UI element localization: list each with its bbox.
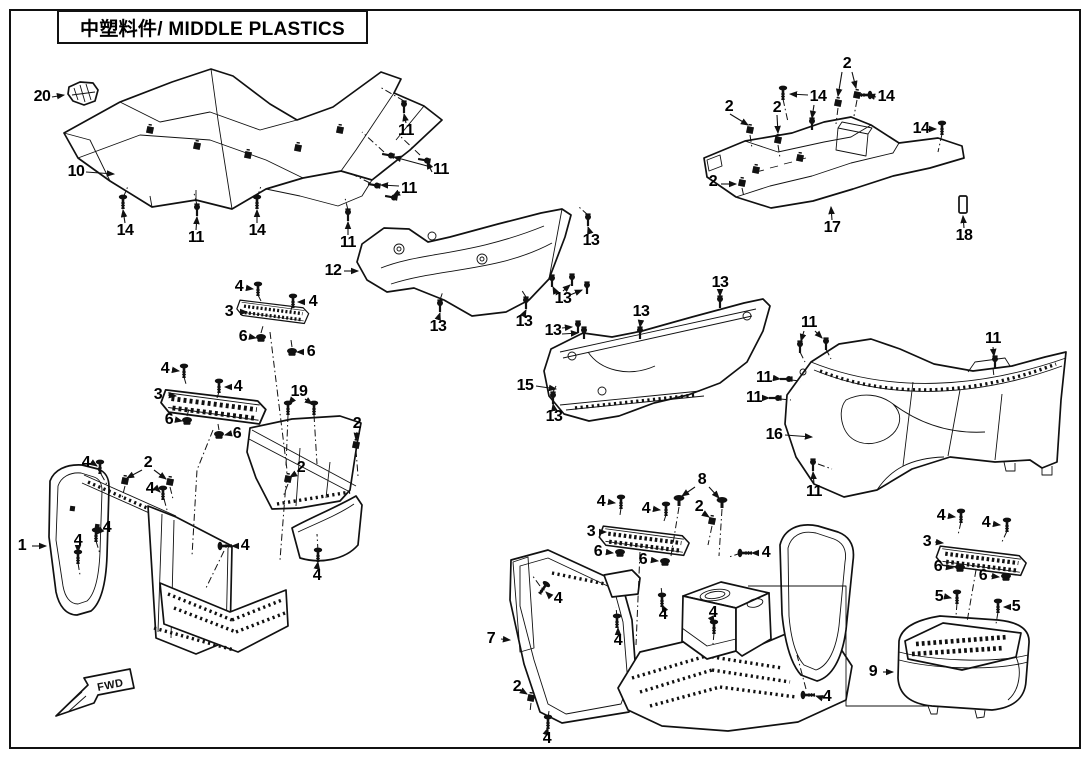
leader-lines-layer — [32, 71, 1012, 736]
part-17-drawing — [703, 116, 965, 209]
fwd-arrow: FWD — [55, 668, 135, 717]
part-7-drawing — [509, 524, 934, 732]
part-10-drawing — [63, 68, 443, 210]
part-15-drawing — [543, 298, 771, 422]
part-1-drawing — [48, 415, 363, 655]
part-18-drawing — [958, 195, 968, 214]
part-20-drawing — [67, 81, 99, 106]
fwd-label: FWD — [96, 677, 124, 694]
page-title: 中塑料件/ MIDDLE PLASTICS — [80, 18, 345, 40]
part-12-drawing — [356, 208, 572, 317]
part-9-drawing — [897, 615, 1030, 719]
storage-box-drawing — [681, 581, 772, 660]
title-box: 中塑料件/ MIDDLE PLASTICS — [57, 10, 368, 44]
part-16-drawing — [784, 338, 1067, 498]
page-border — [9, 9, 1081, 749]
part-3-strip-c — [597, 509, 690, 572]
part-3-strip-d — [934, 529, 1027, 592]
